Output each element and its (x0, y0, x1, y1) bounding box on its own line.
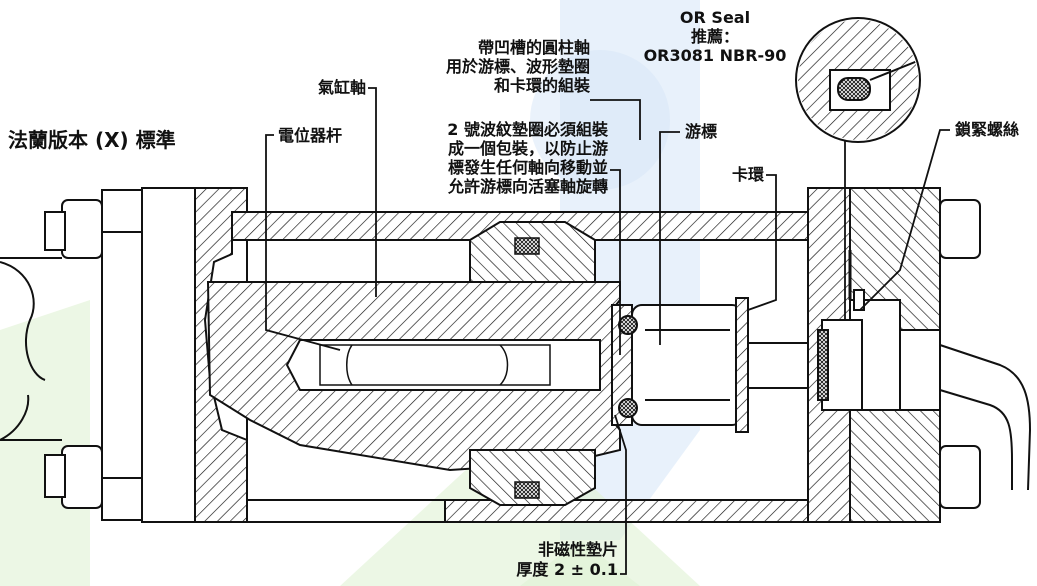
label-snap-ring: 卡環 (731, 165, 764, 184)
label-lock-screw: 鎖緊螺絲 (955, 120, 1020, 139)
label-grooved-shaft: 帶凹槽的圓柱軸 用於游標、波形墊圈 和卡環的組裝 (380, 38, 590, 95)
grooved-shaft-line2: 用於游標、波形墊圈 (445, 57, 590, 76)
diagram-title: 法蘭版本 (X) 標準 (8, 128, 176, 152)
right-head (807, 187, 981, 523)
left-pipe (0, 257, 62, 441)
wave-washer-line2: 成一個包裝，以防止游 (447, 139, 608, 158)
wave-washer-line3: 標發生任何軸向移動並 (447, 158, 608, 177)
or-seal-detail (795, 17, 921, 143)
cable (939, 344, 1032, 491)
label-cylinder-shaft: 氣缸軸 (317, 78, 366, 97)
or-seal-line1: OR Seal (679, 8, 751, 27)
label-spacer: 非磁性墊片 厚度 2 ± 0.1 (470, 540, 618, 580)
leader-lines (265, 87, 950, 575)
cursor-assembly (611, 297, 749, 433)
spacer-line2: 厚度 2 ± 0.1 (516, 560, 618, 579)
label-potentiometer-rod: 電位器杆 (278, 126, 343, 145)
grooved-shaft-line1: 帶凹槽的圓柱軸 (477, 38, 590, 57)
wave-washer-line1: 2 號波紋墊圈必須組裝 (447, 120, 608, 139)
label-wave-washer: 2 號波紋墊圈必須組裝 成一個包裝，以防止游 標發生任何軸向移動並 允許游標向活… (380, 120, 608, 196)
or-seal-line3: OR3081 NBR-90 (643, 46, 787, 65)
label-cursor: 游標 (685, 122, 718, 141)
wave-washer-line4: 允許游標向活塞軸旋轉 (447, 177, 608, 196)
sensor-rod (747, 342, 819, 389)
label-or-seal: OR Seal 推薦： OR3081 NBR-90 (640, 8, 790, 65)
grooved-shaft-line3: 和卡環的組裝 (493, 76, 590, 95)
piston-lower (469, 449, 596, 506)
or-seal-line2: 推薦： (690, 27, 739, 46)
spacer-line1: 非磁性墊片 (537, 540, 618, 559)
